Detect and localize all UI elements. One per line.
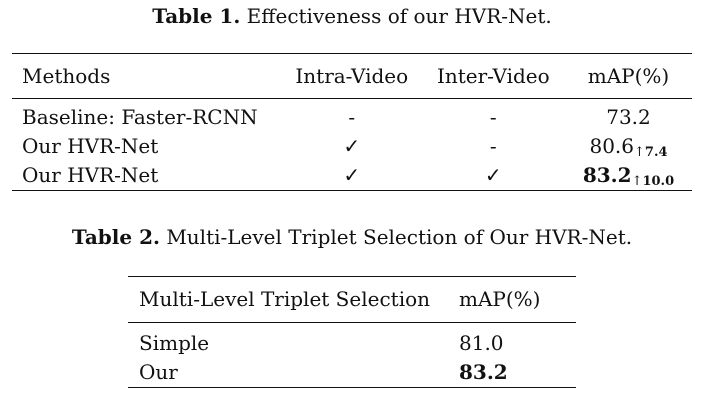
table2-caption: Table 2. Multi-Level Triplet Selection o… <box>0 225 704 249</box>
table-header-row: Multi-Level Triplet Selection mAP(%) <box>128 276 576 323</box>
triplet-selection-table: Multi-Level Triplet Selection mAP(%) Sim… <box>128 276 576 388</box>
map-gain: ↑7.4 <box>634 145 668 160</box>
table2-caption-label: Table 2. <box>71 225 160 249</box>
table-row: Baseline: Faster-RCNN - - 73.2 <box>12 99 692 133</box>
header-map: mAP(%) <box>459 276 576 323</box>
table-header-row: Methods Intra-Video Inter-Video mAP(%) <box>12 53 692 99</box>
cell-map: 80.6↑7.4 <box>565 132 692 161</box>
table1-caption-text: Effectiveness of our HVR-Net. <box>246 4 552 28</box>
cell-inter: - <box>489 134 497 158</box>
cell-inter: ✓ <box>484 163 502 187</box>
cell-selection: Simple <box>139 331 210 355</box>
table1-caption-label: Table 1. <box>152 4 241 28</box>
table-row: Simple 81.0 <box>128 323 576 359</box>
cell-map: 81.0 <box>459 331 504 355</box>
cell-method: Our HVR-Net <box>22 163 159 187</box>
cell-map: 73.2 <box>565 99 692 133</box>
cell-inter: - <box>489 105 497 129</box>
cell-map: 83.2↑10.0 <box>565 161 692 191</box>
map-value: 80.6 <box>589 134 634 158</box>
cell-intra: - <box>348 105 356 129</box>
table-row: Our HVR-Net ✓ - 80.6↑7.4 <box>12 132 692 161</box>
header-inter-video: Inter-Video <box>421 53 565 99</box>
cell-intra: ✓ <box>343 163 361 187</box>
cell-intra: ✓ <box>343 134 361 158</box>
header-map: mAP(%) <box>565 53 692 99</box>
cell-selection: Our <box>139 360 178 384</box>
table-row: Our HVR-Net ✓ ✓ 83.2↑10.0 <box>12 161 692 191</box>
table-row: Our 83.2 <box>128 358 576 388</box>
cell-method: Baseline: Faster-RCNN <box>22 105 258 129</box>
header-methods: Methods <box>12 53 282 99</box>
effectiveness-table: Methods Intra-Video Inter-Video mAP(%) B… <box>12 53 692 191</box>
gain-value: 7.4 <box>644 145 668 160</box>
cell-method: Our HVR-Net <box>22 134 159 158</box>
up-arrow-icon: ↑ <box>631 174 643 189</box>
map-gain: ↑10.0 <box>632 174 675 189</box>
header-triplet-selection: Multi-Level Triplet Selection <box>128 276 459 323</box>
map-value: 73.2 <box>606 105 651 129</box>
up-arrow-icon: ↑ <box>634 145 645 160</box>
cell-map-best: 83.2 <box>459 360 508 384</box>
gain-value: 10.0 <box>642 174 675 189</box>
table2-caption-text: Multi-Level Triplet Selection of Our HVR… <box>166 225 633 249</box>
table1-caption: Table 1. Effectiveness of our HVR-Net. <box>0 4 704 28</box>
header-intra-video: Intra-Video <box>281 53 422 99</box>
map-value-best: 83.2 <box>582 163 632 187</box>
